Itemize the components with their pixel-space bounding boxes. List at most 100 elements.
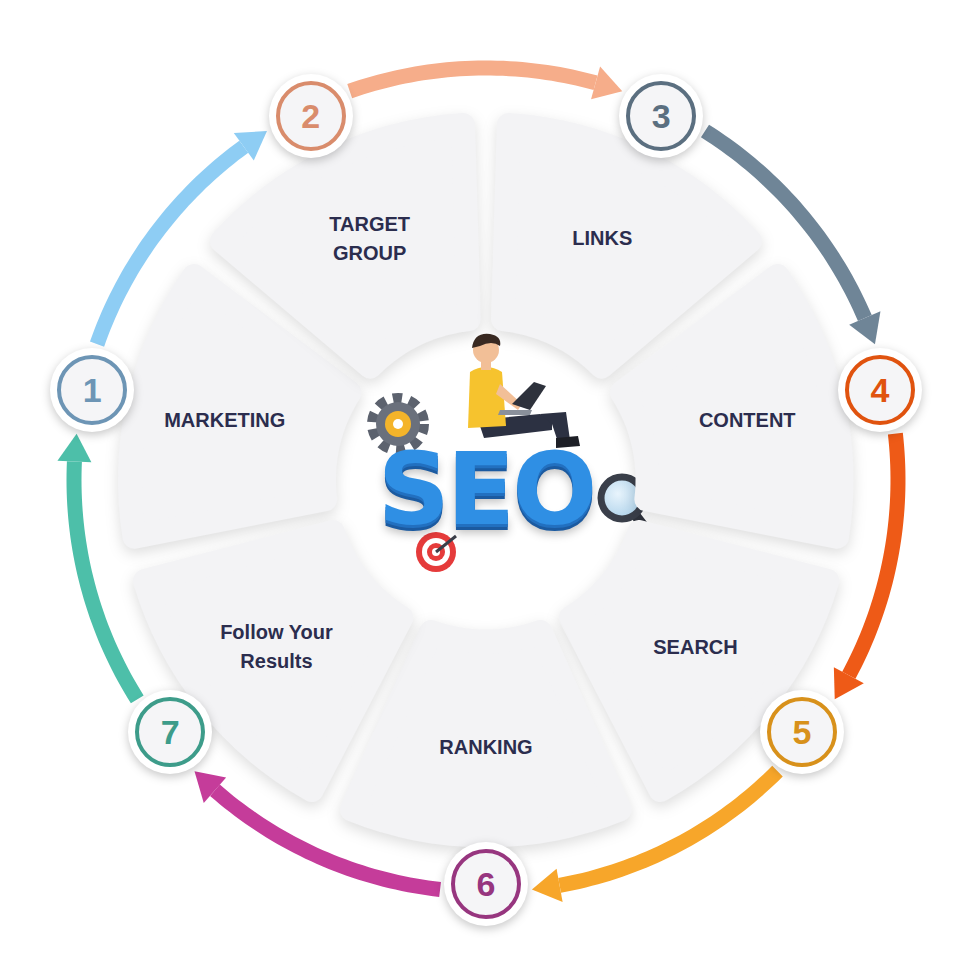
segment-shape — [608, 262, 855, 551]
badge-outer — [444, 842, 528, 926]
step-segment: Follow Your Results — [131, 518, 415, 804]
badge-outer — [619, 74, 703, 158]
badge-text-holder: 6 — [442, 840, 530, 928]
step-segment: CONTENT — [608, 262, 855, 551]
step-number-badge: 2 — [267, 72, 355, 160]
step-label: MARKETING — [155, 406, 295, 435]
step-number: 7 — [161, 715, 180, 749]
segment-shape — [557, 518, 841, 804]
badge-shape — [442, 840, 530, 928]
segment-outline — [503, 125, 750, 367]
step-number: 5 — [792, 715, 811, 749]
badge-text-holder: 1 — [48, 346, 136, 434]
segment-outline — [622, 276, 841, 537]
laptop-screen — [512, 382, 546, 410]
badge-ring — [769, 699, 835, 765]
arrow-head — [849, 311, 880, 344]
segment-text-holder: TARGET GROUP — [290, 199, 450, 279]
step-number: 3 — [652, 99, 671, 133]
magnifier-handle — [636, 516, 656, 542]
cycle-arrow — [194, 771, 440, 889]
person-figure — [468, 334, 580, 448]
target-dart — [436, 536, 456, 552]
step-number: 6 — [477, 867, 496, 901]
badge-shape — [126, 688, 214, 776]
segment-outline — [145, 532, 401, 790]
cycle-arrow — [350, 66, 623, 99]
person-shirt — [468, 367, 506, 428]
badge-ring — [59, 357, 125, 423]
badge-shape — [617, 72, 705, 160]
segment-shape — [116, 262, 363, 551]
arrow-band — [350, 68, 596, 91]
badge-text-holder: 2 — [267, 72, 355, 160]
segment-outline — [352, 632, 620, 836]
gear-body — [376, 402, 420, 446]
badge-ring — [278, 83, 344, 149]
step-number: 2 — [301, 99, 320, 133]
badge-shape — [836, 346, 924, 434]
segment-text-holder: CONTENT — [667, 380, 827, 460]
badge-text-holder: 5 — [758, 688, 846, 776]
segment-outline — [130, 276, 349, 537]
laptop-base — [498, 410, 532, 415]
badge-ring — [453, 851, 519, 917]
step-label: TARGET GROUP — [300, 210, 440, 268]
step-label: RANKING — [416, 733, 556, 762]
gear-hole — [393, 419, 403, 429]
arrow-band — [705, 131, 865, 318]
seo-word: SEO — [378, 440, 594, 540]
arrow-head — [234, 131, 267, 160]
step-label: CONTENT — [677, 406, 817, 435]
segment-text-holder: LINKS — [522, 199, 682, 279]
step-number-badge: 7 — [126, 688, 214, 776]
arrow-band — [97, 147, 244, 344]
badge-shape — [267, 72, 355, 160]
arrow-band — [560, 771, 778, 885]
badge-ring — [847, 357, 913, 423]
arrow-band — [215, 790, 440, 889]
step-number-badge: 5 — [758, 688, 846, 776]
cycle-arrow — [97, 131, 267, 344]
target-icon — [416, 532, 456, 572]
gear-teeth — [373, 399, 423, 449]
step-number: 4 — [870, 373, 889, 407]
segment-outline — [571, 532, 827, 790]
segment-text-holder: Follow Your Results — [196, 607, 356, 687]
target-ring — [416, 532, 456, 572]
segment-shape — [338, 618, 634, 850]
badge-text-holder: 4 — [836, 346, 924, 434]
magnifier-lens — [601, 477, 643, 519]
badge-ring — [628, 83, 694, 149]
step-number-badge: 4 — [836, 346, 924, 434]
step-segment: MARKETING — [116, 262, 363, 551]
arrow-head — [834, 667, 864, 699]
gear-icon — [373, 399, 423, 449]
badge-outer — [50, 348, 134, 432]
segment-text-holder: RANKING — [406, 708, 566, 788]
step-number-badge: 6 — [442, 840, 530, 928]
badge-outer — [760, 690, 844, 774]
arrow-head — [194, 771, 226, 803]
arrow-head — [591, 66, 622, 99]
step-segment: RANKING — [338, 618, 634, 850]
cycle-arrow — [705, 131, 880, 344]
segment-outline — [222, 125, 469, 367]
step-label: SEARCH — [626, 633, 766, 662]
badge-ring — [137, 699, 203, 765]
person-shoe — [556, 436, 580, 448]
arrow-band — [74, 462, 137, 700]
segment-text-holder: MARKETING — [145, 380, 305, 460]
cycle-arrow — [57, 434, 137, 700]
cycle-arrow — [834, 434, 898, 700]
badge-shape — [758, 688, 846, 776]
cycle-arrow — [532, 771, 778, 902]
step-number: 1 — [83, 373, 102, 407]
gear-ring — [385, 411, 411, 437]
badge-outer — [128, 690, 212, 774]
